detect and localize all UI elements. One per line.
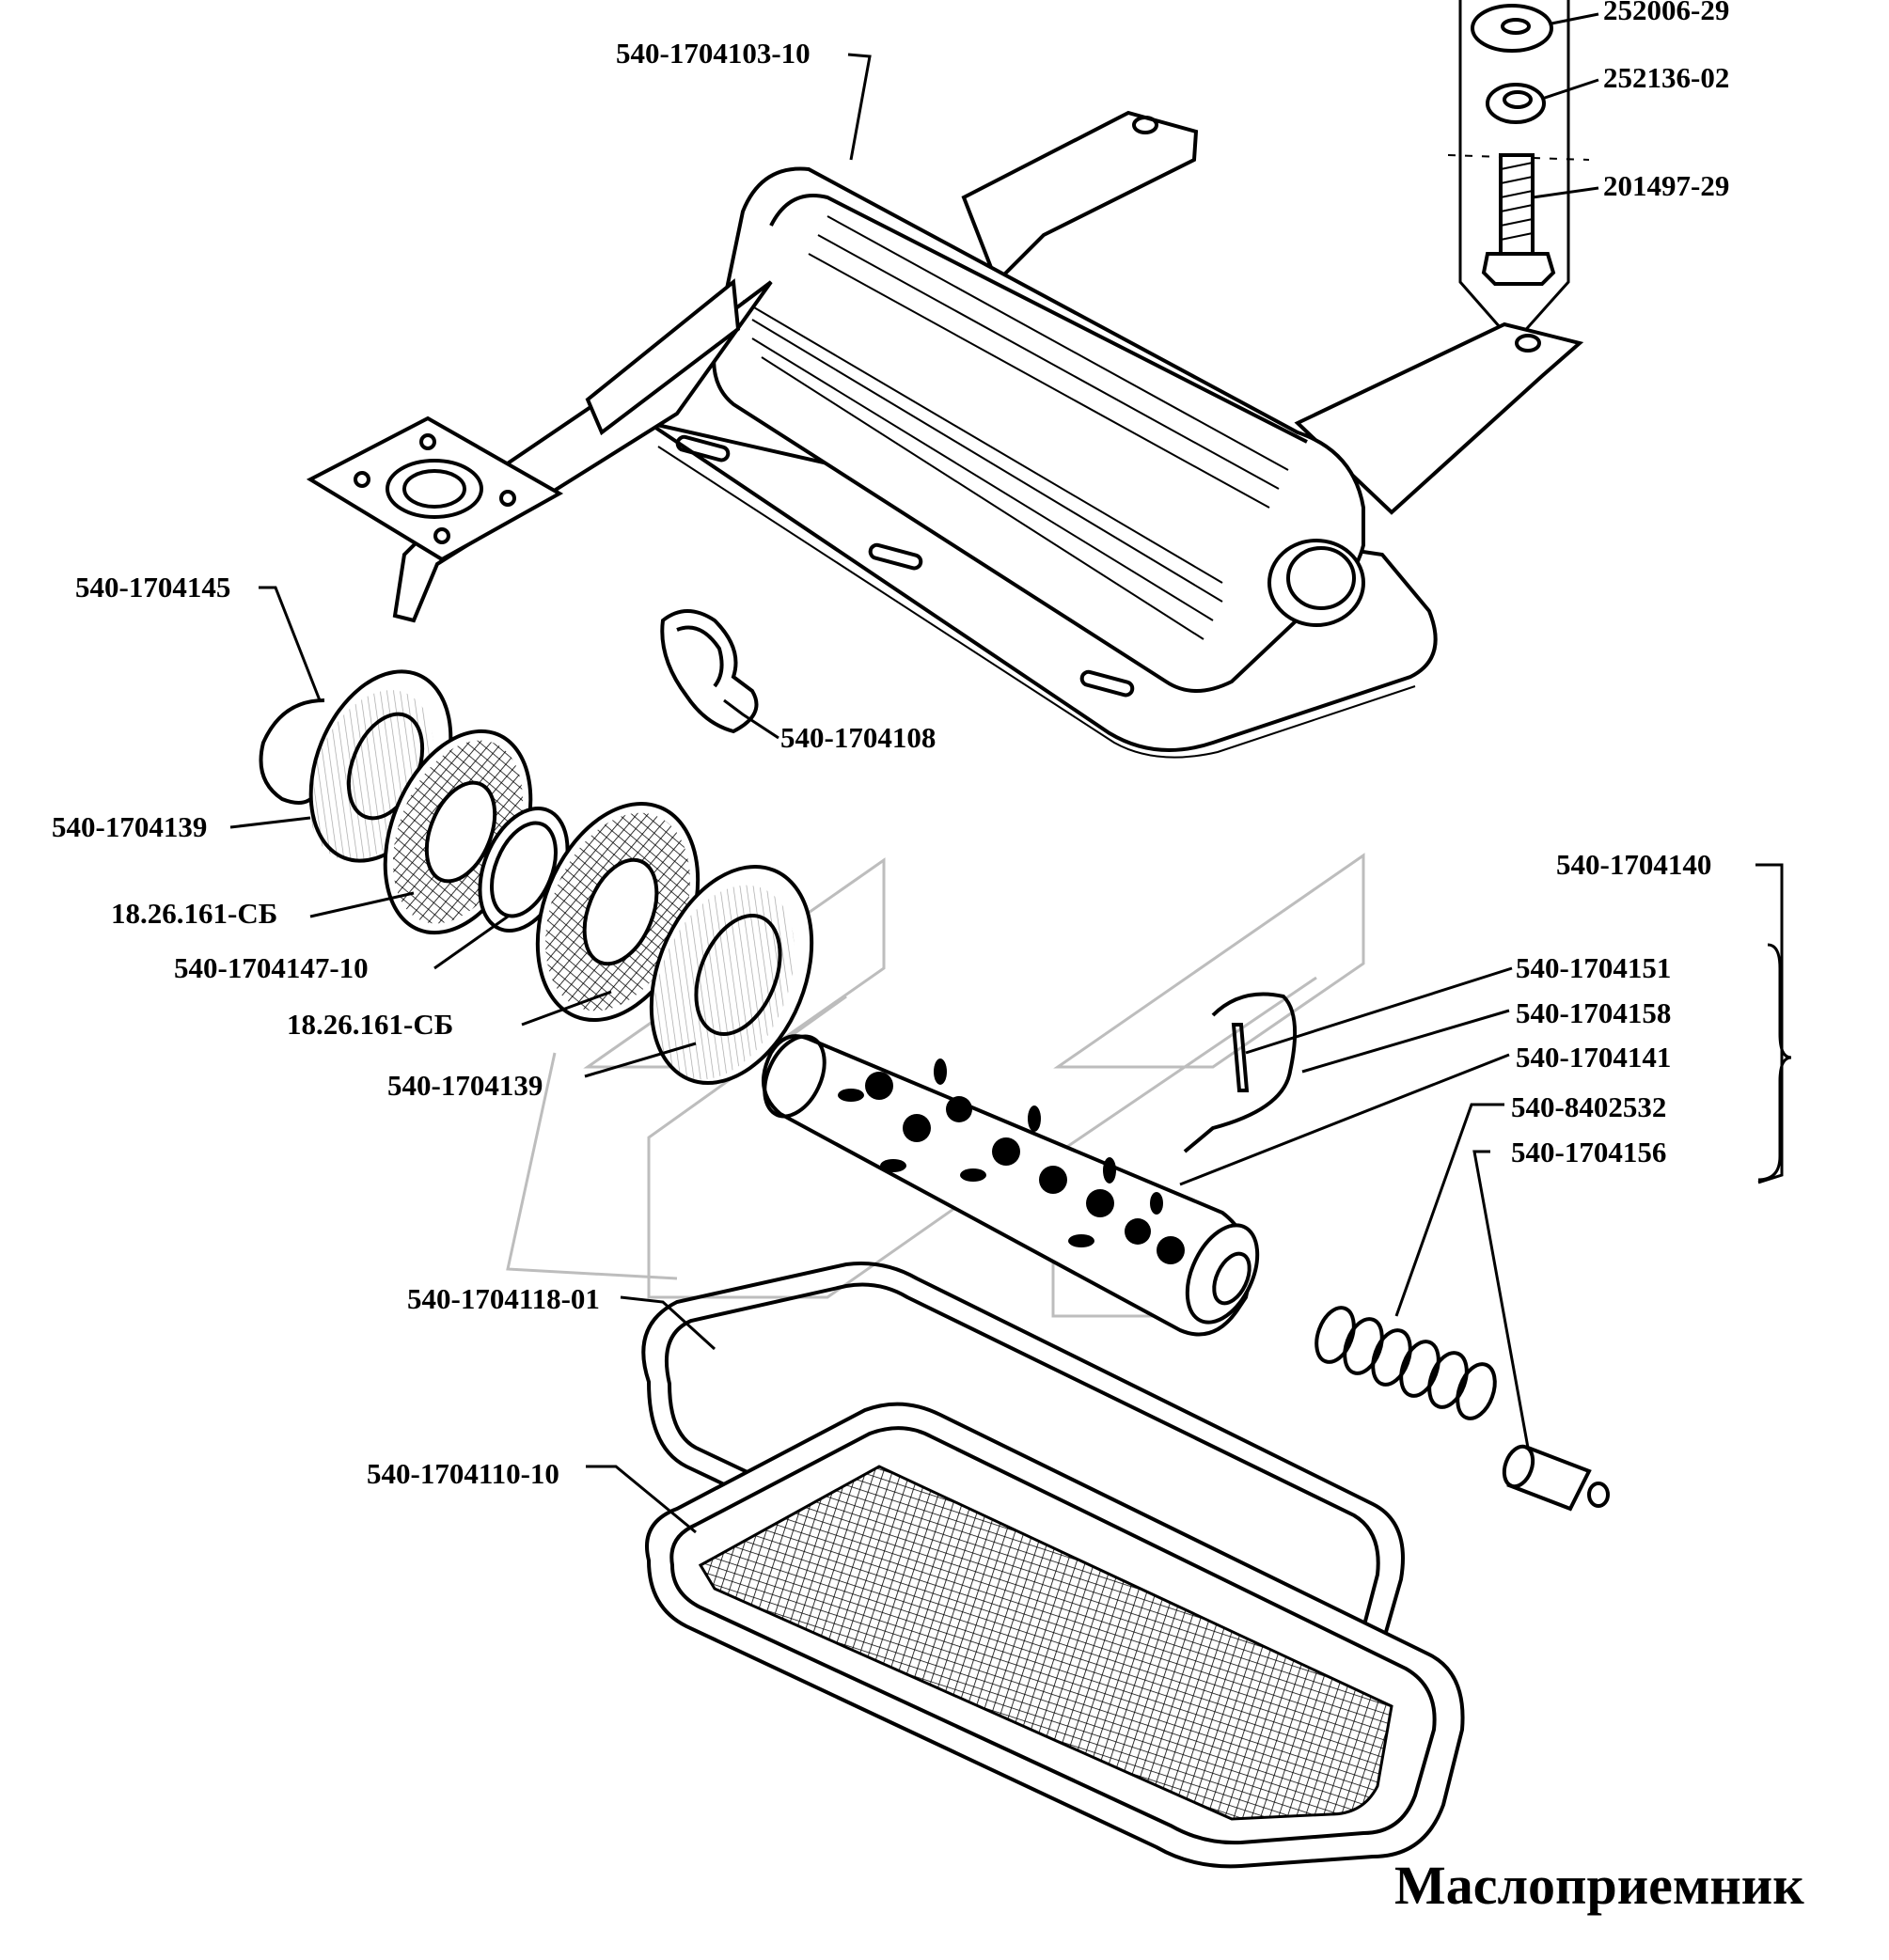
valve-plug-540-1704156 bbox=[1502, 1444, 1610, 1512]
callout-18-26-161-left: 18.26.161-СБ bbox=[111, 897, 277, 930]
callout-540-1704140: 540-1704140 bbox=[1556, 848, 1711, 881]
callout-labels: 252006-29 252136-02 201497-29 540-170410… bbox=[52, 0, 1729, 1490]
callout-540-1704147-10: 540-1704147-10 bbox=[174, 951, 369, 984]
watermark-logo bbox=[506, 853, 1365, 1318]
callout-540-8402532: 540-8402532 bbox=[1511, 1090, 1666, 1123]
filter-screen-540-1704110-10 bbox=[645, 1402, 1465, 1869]
callout-540-1704158: 540-1704158 bbox=[1516, 996, 1671, 1029]
callout-540-1704139-right: 540-1704139 bbox=[387, 1069, 543, 1102]
callout-540-1704141: 540-1704141 bbox=[1516, 1041, 1671, 1074]
leader-lines bbox=[229, 12, 1792, 1534]
washer-252006-29 bbox=[1471, 4, 1553, 53]
callout-540-1704145: 540-1704145 bbox=[75, 571, 230, 604]
callout-201497-29: 201497-29 bbox=[1603, 169, 1729, 202]
callout-540-1704118-01: 540-1704118-01 bbox=[407, 1282, 600, 1315]
bolt-201497-29 bbox=[1481, 153, 1556, 286]
callout-252136-02: 252136-02 bbox=[1603, 61, 1729, 94]
callout-252006-29: 252006-29 bbox=[1603, 0, 1729, 26]
spring-wire-540-1704158 bbox=[1183, 992, 1298, 1153]
oil-receiver-housing bbox=[306, 110, 1584, 759]
callout-540-1704108: 540-1704108 bbox=[780, 721, 936, 754]
fastener-callout-box bbox=[1447, 0, 1590, 346]
callout-18-26-161-right: 18.26.161-СБ bbox=[287, 1008, 453, 1041]
perforated-tube-540-1704141 bbox=[762, 1034, 1260, 1337]
pin-540-1704151 bbox=[1231, 1023, 1250, 1092]
callout-540-1704110-10: 540-1704110-10 bbox=[367, 1457, 559, 1490]
callout-540-1704156: 540-1704156 bbox=[1511, 1136, 1666, 1168]
clip-540-1704108 bbox=[660, 609, 759, 734]
callout-540-1704151: 540-1704151 bbox=[1516, 951, 1671, 984]
lock-washer-252136-02 bbox=[1486, 83, 1546, 124]
retaining-ring-540-1704145 bbox=[259, 698, 325, 805]
callout-540-1704103-10: 540-1704103-10 bbox=[616, 37, 811, 70]
coil-spring-540-8402532 bbox=[1314, 1306, 1497, 1420]
diagram-title: Маслоприемник bbox=[1394, 1855, 1804, 1916]
callout-540-1704139-left: 540-1704139 bbox=[52, 810, 207, 843]
washer-540-1704139-right bbox=[649, 864, 814, 1086]
